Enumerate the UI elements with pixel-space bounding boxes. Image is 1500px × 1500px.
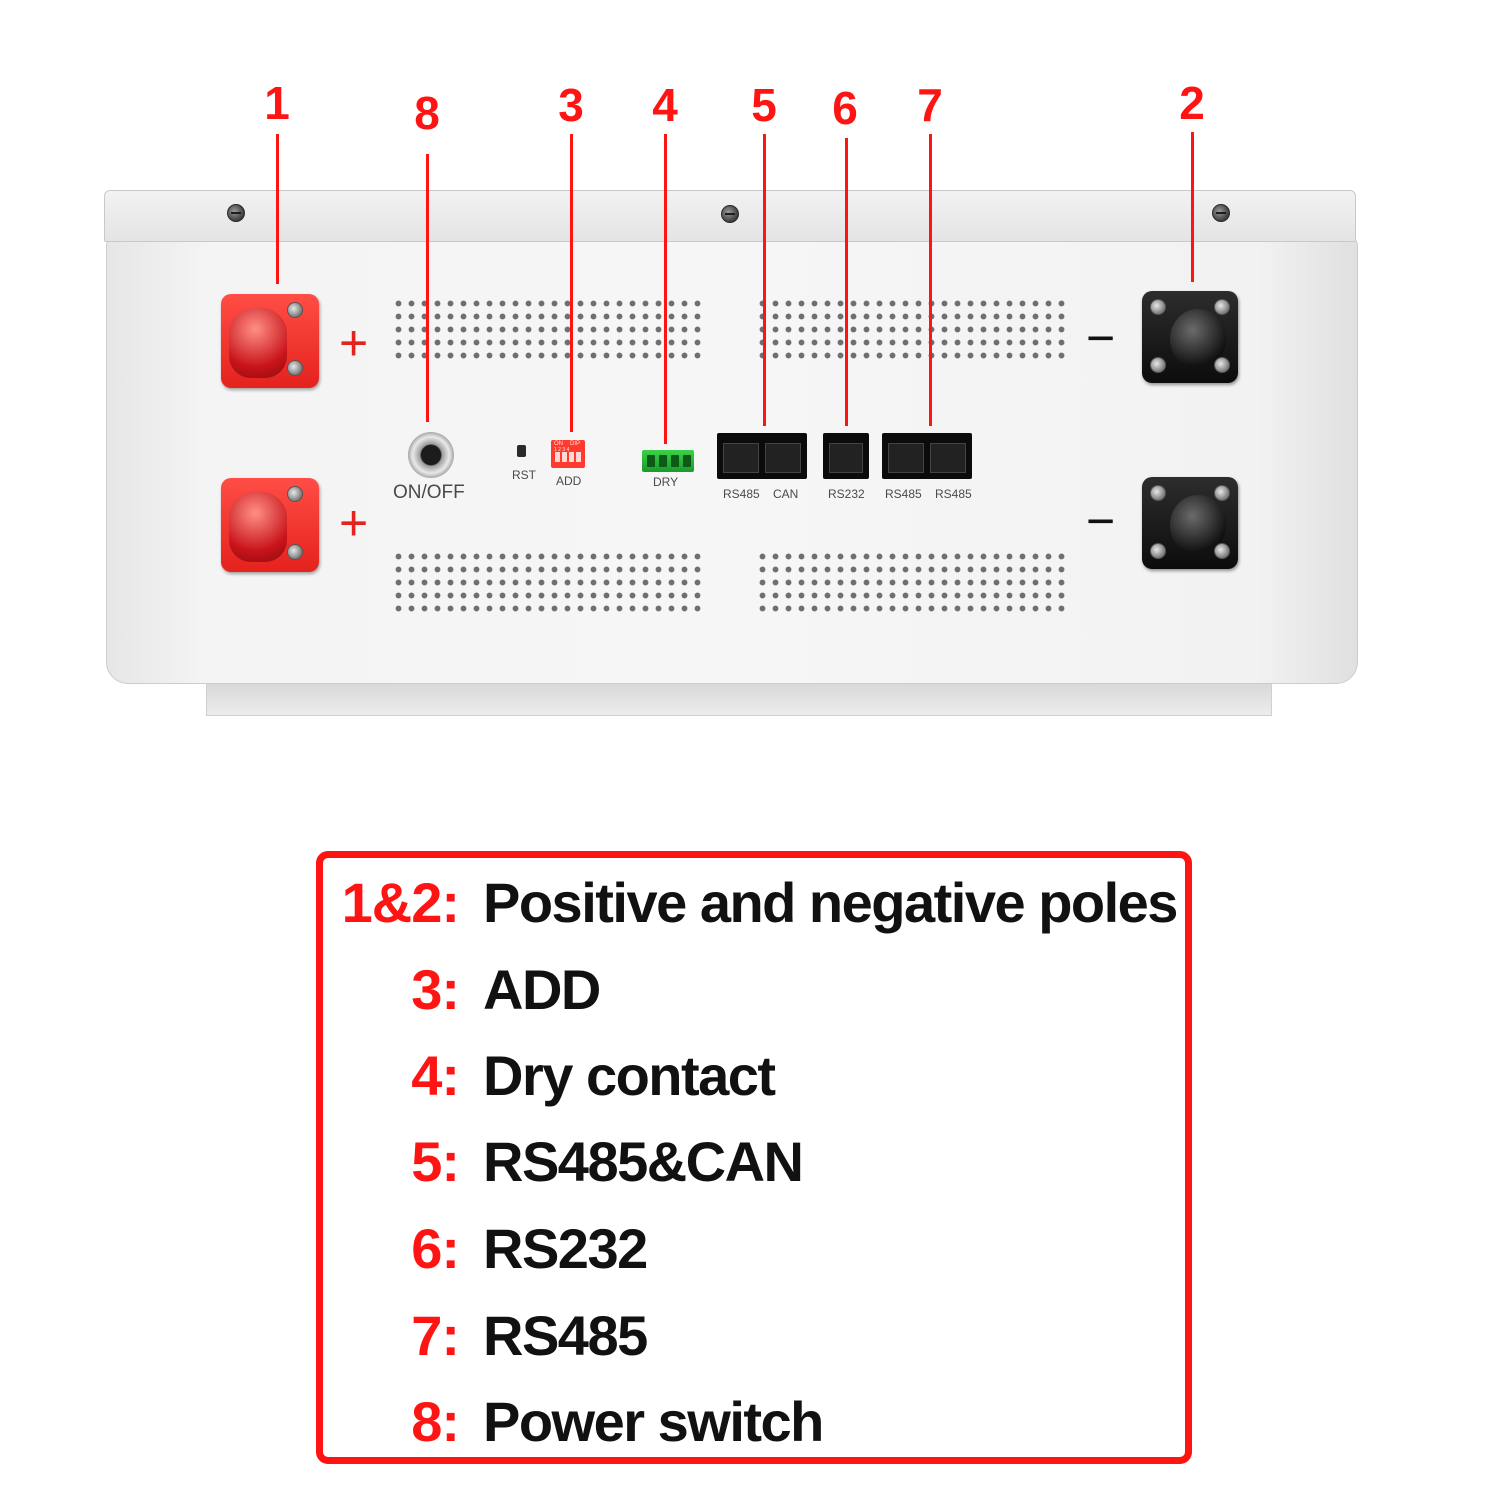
leader-line-6 xyxy=(845,138,848,426)
power-switch-label: ON/OFF xyxy=(393,482,465,503)
screw-icon xyxy=(227,204,245,222)
dry-contact-label: DRY xyxy=(653,475,679,489)
legend-row: 4: Dry contact xyxy=(323,1041,1185,1111)
leader-line-7 xyxy=(929,134,932,426)
leader-line-4 xyxy=(664,134,667,444)
screw-icon xyxy=(1150,543,1166,559)
callout-number-8: 8 xyxy=(414,87,440,139)
screw-icon xyxy=(721,205,739,223)
screw-icon xyxy=(1214,357,1230,373)
red-terminal-icon xyxy=(229,308,287,378)
legend-value: RS485 xyxy=(483,1304,648,1367)
legend-value: RS232 xyxy=(483,1217,648,1280)
dip-positions-label: 1 2 3 4 xyxy=(554,447,570,453)
negative-sign-bottom: − xyxy=(1086,493,1116,549)
leader-line-1 xyxy=(276,134,279,284)
leader-line-8 xyxy=(426,154,429,422)
rs485-port-label-a: RS485 xyxy=(885,487,922,501)
legend-value: RS485&CAN xyxy=(483,1130,804,1193)
legend-key: 6: xyxy=(411,1217,460,1280)
dip-brand-label: DIP xyxy=(570,441,581,447)
red-terminal-icon xyxy=(229,492,287,562)
legend-key: 7: xyxy=(411,1304,460,1367)
dry-contact-terminal[interactable] xyxy=(642,450,694,472)
screw-icon xyxy=(287,544,303,560)
rs232-port[interactable] xyxy=(823,433,869,479)
rs232-port-label: RS232 xyxy=(828,487,865,501)
callout-number-4: 4 xyxy=(652,79,678,131)
legend-value: Power switch xyxy=(483,1390,824,1453)
legend-key: 1&2: xyxy=(341,871,460,934)
screw-icon xyxy=(1150,357,1166,373)
address-label: ADD xyxy=(556,474,582,488)
rs485-can-port-label-a: RS485 xyxy=(723,487,760,501)
screw-icon xyxy=(1150,485,1166,501)
screw-icon xyxy=(1214,543,1230,559)
screw-icon xyxy=(287,486,303,502)
vent-grille-top-right xyxy=(756,297,1068,365)
positive-terminal-top[interactable] xyxy=(221,294,319,388)
negative-terminal-top[interactable] xyxy=(1142,291,1238,383)
callout-number-7: 7 xyxy=(917,79,943,131)
legend-row: 6: RS232 xyxy=(323,1214,1185,1284)
legend-row: 1&2: Positive and negative poles xyxy=(323,868,1185,938)
address-dip-switch[interactable]: ON DIP 1 2 3 4 xyxy=(551,440,585,468)
callout-number-5: 5 xyxy=(751,79,777,131)
device-base-plate xyxy=(206,682,1272,716)
negative-sign-top: − xyxy=(1086,310,1116,366)
rs485-can-port-label-b: CAN xyxy=(773,487,799,501)
rs485-port[interactable] xyxy=(882,433,972,479)
rs485-can-port[interactable] xyxy=(717,433,807,479)
reset-label: RST xyxy=(512,468,536,482)
vent-grille-bottom-left xyxy=(392,550,704,614)
screw-icon xyxy=(287,302,303,318)
legend-row: 8: Power switch xyxy=(323,1387,1185,1457)
vent-grille-top-left xyxy=(392,297,704,365)
leader-line-2 xyxy=(1191,132,1194,282)
legend-row: 5: RS485&CAN xyxy=(323,1127,1185,1197)
leader-line-3 xyxy=(570,134,573,432)
positive-terminal-bottom[interactable] xyxy=(221,478,319,572)
legend-key: 4: xyxy=(411,1044,460,1107)
screw-icon xyxy=(287,360,303,376)
positive-sign-top: + xyxy=(339,315,369,371)
positive-sign-bottom: + xyxy=(339,495,369,551)
leader-line-5 xyxy=(763,134,766,426)
screw-icon xyxy=(1214,299,1230,315)
rs485-port-label-b: RS485 xyxy=(935,487,972,501)
vent-grille-bottom-right xyxy=(756,550,1068,614)
power-button-icon[interactable] xyxy=(408,432,454,478)
callout-number-3: 3 xyxy=(558,79,584,131)
legend-box: 1&2: Positive and negative poles 3: ADD … xyxy=(316,851,1192,1464)
legend-key: 5: xyxy=(411,1130,460,1193)
legend-row: 7: RS485 xyxy=(323,1301,1185,1371)
callout-number-1: 1 xyxy=(264,77,290,129)
dip-on-label: ON xyxy=(554,441,563,447)
screw-icon xyxy=(1214,485,1230,501)
negative-terminal-bottom[interactable] xyxy=(1142,477,1238,569)
legend-value: Dry contact xyxy=(483,1044,776,1107)
legend-value: ADD xyxy=(483,958,601,1021)
reset-button[interactable] xyxy=(517,445,526,457)
legend-key: 8: xyxy=(411,1390,460,1453)
legend-row: 3: ADD xyxy=(323,955,1185,1025)
legend-value: Positive and negative poles xyxy=(483,871,1178,934)
screw-icon xyxy=(1212,204,1230,222)
callout-number-6: 6 xyxy=(832,82,858,134)
callout-number-2: 2 xyxy=(1179,77,1205,129)
screw-icon xyxy=(1150,299,1166,315)
legend-key: 3: xyxy=(411,958,460,1021)
